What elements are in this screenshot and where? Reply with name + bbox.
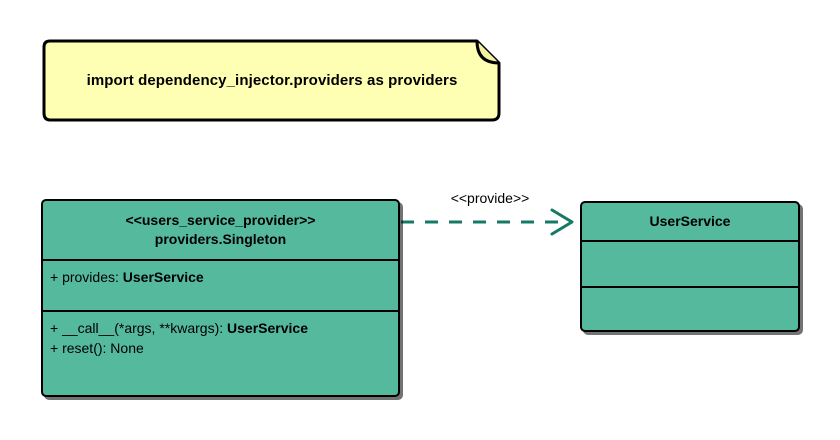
attribute-type: UserService — [122, 269, 204, 285]
edge-label-provide: <<provide>> — [450, 190, 530, 206]
note-folded-corner-icon — [42, 39, 501, 122]
class-operations-provider: + __call__(*args, **kwargs): UserService… — [43, 310, 398, 395]
class-operations-service — [582, 286, 798, 330]
class-name: UserService — [649, 213, 731, 230]
operation-row: + reset(): None — [50, 338, 398, 358]
attribute-row: + provides: UserService — [50, 267, 398, 287]
attribute-label: + provides: — [50, 269, 123, 285]
note-text: import dependency_injector.providers as … — [86, 72, 458, 89]
open-arrow-icon — [550, 208, 574, 236]
class-attributes-service — [582, 240, 798, 286]
operation-type: UserService — [227, 320, 308, 336]
class-stereotype: <<users_service_provider>> — [125, 212, 316, 229]
class-box-user-service[interactable]: UserService — [580, 201, 800, 332]
operation-label: + __call__(*args, **kwargs): — [50, 320, 228, 336]
operation-row: + __call__(*args, **kwargs): UserService — [50, 318, 398, 338]
note-import[interactable]: import dependency_injector.providers as … — [40, 38, 502, 123]
operation-label: + reset(): None — [50, 340, 144, 357]
class-attributes-provider: + provides: UserService — [43, 259, 398, 310]
class-name: providers.Singleton — [154, 231, 287, 247]
class-header-provider: <<users_service_provider>> providers.Sin… — [43, 201, 398, 259]
class-box-users-service-provider[interactable]: <<users_service_provider>> providers.Sin… — [41, 199, 400, 397]
class-header-service: UserService — [582, 203, 798, 240]
